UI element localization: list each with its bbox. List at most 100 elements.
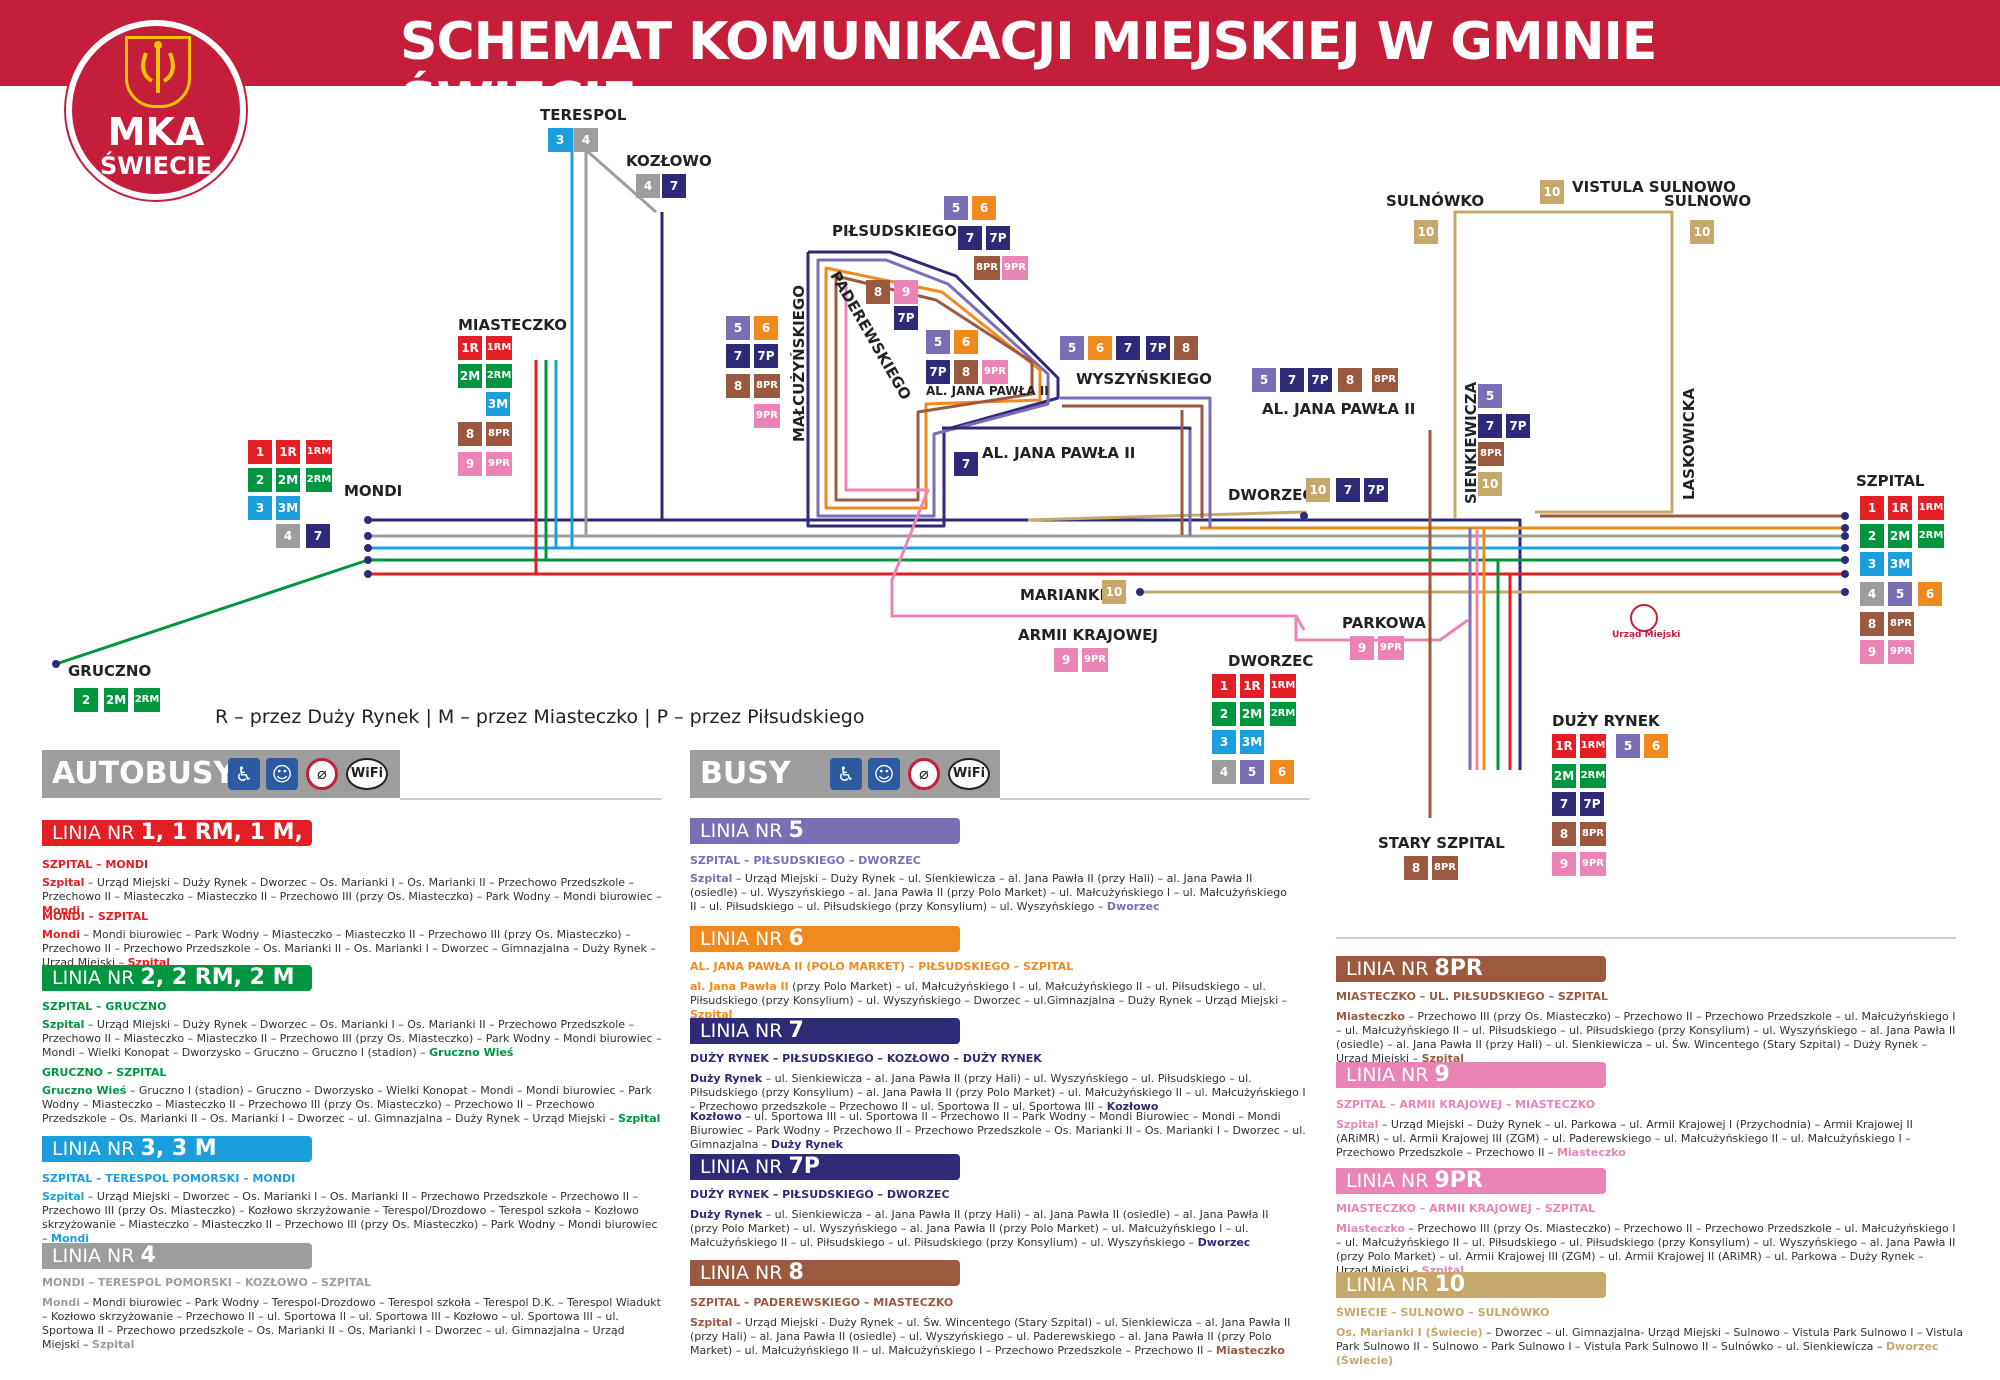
stop-label-sulnowko[interactable]: SULNÓWKO [1386,192,1485,210]
line-badge-7[interactable]: 7 [1552,792,1576,816]
line-badge-3[interactable]: 3 [1860,552,1884,576]
line-badge-8pr[interactable]: 8PR [974,256,1000,280]
line-badge-2m[interactable]: 2M [1888,524,1912,548]
line-badge-6[interactable]: 6 [1270,760,1294,784]
line-badge-1rm[interactable]: 1RM [1918,496,1944,520]
line-badge-5[interactable]: 5 [1240,760,1264,784]
line-badge-9pr[interactable]: 9PR [1082,648,1108,672]
line-badge-6[interactable]: 6 [972,196,996,220]
line-header-l8[interactable]: LINIA NR 8 [690,1260,960,1286]
stop-label-kozlowo[interactable]: KOZŁOWO [626,152,712,170]
line-badge-9[interactable]: 9 [458,452,482,476]
stop-label-dworzec-top[interactable]: DWORZEC [1228,486,1314,504]
line-badge-8[interactable]: 8 [866,280,890,304]
line-badge-1rm[interactable]: 1RM [306,440,332,464]
line-badge-7[interactable]: 7 [662,174,686,198]
line-badge-3[interactable]: 3 [1212,730,1236,754]
line-badge-7p[interactable]: 7P [926,360,950,384]
stop-label-armii[interactable]: ARMII KRAJOWEJ [1018,626,1158,644]
line-badge-4[interactable]: 4 [636,174,660,198]
line-badge-1rm[interactable]: 1RM [1580,734,1606,758]
line-badge-3m[interactable]: 3M [276,496,300,520]
stop-label-vistula[interactable]: VISTULA SULNOWO [1572,178,1736,196]
line-badge-1r[interactable]: 1R [276,440,300,464]
line-header-l2[interactable]: LINIA NR 2, 2 RM, 2 M [42,965,312,991]
line-badge-10[interactable]: 10 [1414,220,1438,244]
line-badge-9[interactable]: 9 [1350,636,1374,660]
stop-label-duzy-rynek[interactable]: DUŻY RYNEK [1552,712,1660,730]
line-badge-8pr[interactable]: 8PR [1580,822,1606,846]
stop-label-mondi[interactable]: MONDI [344,482,403,500]
line-badge-5[interactable]: 5 [1616,734,1640,758]
line-badge-7[interactable]: 7 [726,344,750,368]
line-badge-2rm[interactable]: 2RM [1270,702,1296,726]
line-badge-9pr[interactable]: 9PR [754,404,780,428]
line-badge-2[interactable]: 2 [74,688,98,712]
line-badge-3m[interactable]: 3M [486,392,510,416]
line-badge-8pr[interactable]: 8PR [1372,368,1398,392]
line-header-l4[interactable]: LINIA NR 4 [42,1243,312,1269]
line-badge-1rm[interactable]: 1RM [486,336,512,360]
line-badge-3m[interactable]: 3M [1888,552,1912,576]
line-badge-2m[interactable]: 2M [1552,764,1576,788]
line-badge-10[interactable]: 10 [1102,580,1126,604]
line-badge-9[interactable]: 9 [1552,852,1576,876]
line-badge-7p[interactable]: 7P [1308,368,1332,392]
line-badge-3m[interactable]: 3M [1240,730,1264,754]
line-badge-9[interactable]: 9 [1054,648,1078,672]
line-badge-7[interactable]: 7 [1116,336,1140,360]
line-badge-8[interactable]: 8 [954,360,978,384]
line-badge-4[interactable]: 4 [276,524,300,548]
line-header-l10[interactable]: LINIA NR 10 [1336,1272,1606,1298]
line-badge-3[interactable]: 3 [548,128,572,152]
stop-label-jp2-right[interactable]: AL. JANA PAWŁA II [1262,400,1416,418]
line-badge-7p[interactable]: 7P [1580,792,1604,816]
line-badge-6[interactable]: 6 [1918,582,1942,606]
line-badge-2m[interactable]: 2M [276,468,300,492]
line-badge-2rm[interactable]: 2RM [486,364,512,388]
line-badge-8[interactable]: 8 [1860,612,1884,636]
line-badge-1r[interactable]: 1R [1552,734,1576,758]
line-badge-8pr[interactable]: 8PR [486,422,512,446]
line-badge-1r[interactable]: 1R [458,336,482,360]
line-badge-9pr[interactable]: 9PR [1888,640,1914,664]
line-badge-3[interactable]: 3 [248,496,272,520]
line-badge-7p[interactable]: 7P [1364,478,1388,502]
line-badge-7p[interactable]: 7P [1146,336,1170,360]
line-badge-7p[interactable]: 7P [754,344,778,368]
line-badge-2m[interactable]: 2M [458,364,482,388]
line-badge-7p[interactable]: 7P [986,226,1010,250]
line-badge-9[interactable]: 9 [1860,640,1884,664]
line-badge-10[interactable]: 10 [1478,472,1502,496]
stop-label-szpital[interactable]: SZPITAL [1856,472,1925,490]
line-badge-7[interactable]: 7 [1336,478,1360,502]
line-badge-4[interactable]: 4 [1860,582,1884,606]
line-header-l1[interactable]: LINIA NR 1, 1 RM, 1 M, 1 R [42,820,312,871]
line-badge-5[interactable]: 5 [944,196,968,220]
line-badge-2m[interactable]: 2M [104,688,128,712]
line-badge-6[interactable]: 6 [1088,336,1112,360]
line-badge-9pr[interactable]: 9PR [1002,256,1028,280]
line-badge-10[interactable]: 10 [1690,220,1714,244]
line-badge-8pr[interactable]: 8PR [1432,856,1458,880]
stop-label-dworzec-bot[interactable]: DWORZEC [1228,652,1314,670]
line-header-l7p[interactable]: LINIA NR 7P [690,1154,960,1180]
line-badge-7[interactable]: 7 [306,524,330,548]
line-badge-2rm[interactable]: 2RM [1580,764,1606,788]
line-badge-6[interactable]: 6 [1644,734,1668,758]
line-badge-8pr[interactable]: 8PR [1888,612,1914,636]
line-badge-9[interactable]: 9 [894,280,918,304]
line-header-l7[interactable]: LINIA NR 7 [690,1018,960,1044]
line-badge-5[interactable]: 5 [1060,336,1084,360]
line-badge-8[interactable]: 8 [1552,822,1576,846]
line-badge-1r[interactable]: 1R [1240,674,1264,698]
line-badge-7[interactable]: 7 [1478,414,1502,438]
stop-label-laskowicka[interactable]: LASKOWICKA [1680,387,1698,500]
line-badge-8[interactable]: 8 [1404,856,1428,880]
line-badge-2[interactable]: 2 [1212,702,1236,726]
stop-label-jp2-small[interactable]: AL. JANA PAWŁA II [926,384,1049,398]
stop-label-marianki[interactable]: MARIANKI [1020,586,1106,604]
line-badge-8pr[interactable]: 8PR [754,374,780,398]
line-badge-5[interactable]: 5 [1478,384,1502,408]
line-badge-8[interactable]: 8 [1338,368,1362,392]
